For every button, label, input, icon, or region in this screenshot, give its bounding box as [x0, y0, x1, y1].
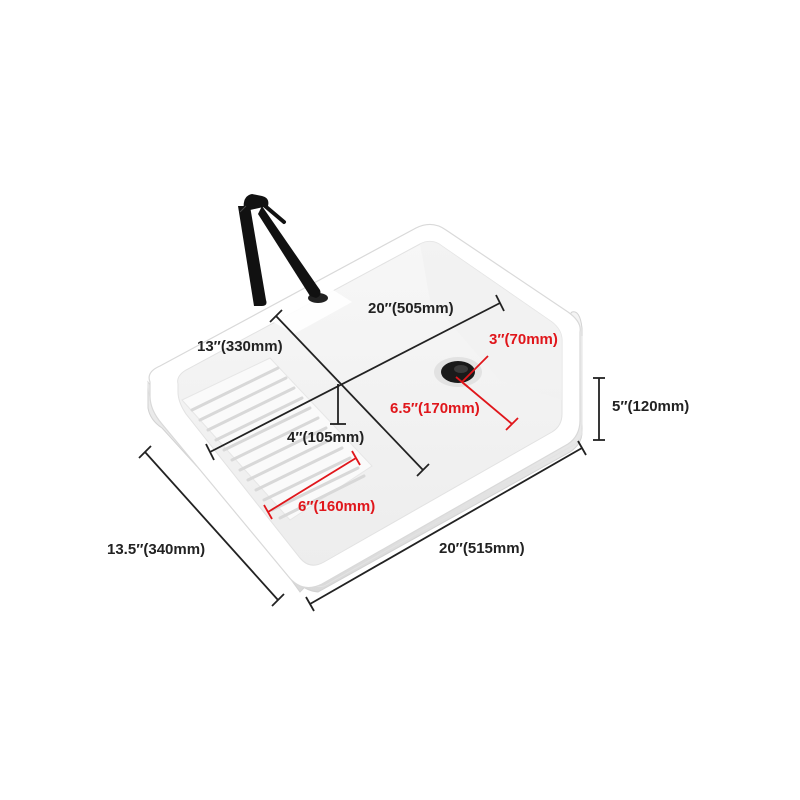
dim-line-inner-width: [275, 315, 424, 471]
drain-icon: [434, 357, 482, 387]
label-inner-length: 20″(505mm): [368, 300, 454, 317]
faucet-icon: [238, 194, 328, 306]
label-washboard-depth: 4″(105mm): [287, 429, 364, 446]
dimension-lines: [138, 294, 605, 612]
dimension-lines-red: [263, 355, 519, 520]
label-inner-width: 13″(330mm): [197, 338, 283, 355]
dim-line-inner-length: [209, 302, 501, 453]
label-height: 5″(120mm): [612, 398, 689, 415]
dim-line-drain-offset: [461, 381, 513, 425]
washboard: [181, 357, 373, 521]
label-outer-width: 13.5″(340mm): [107, 541, 205, 558]
label-washboard-length: 6″(160mm): [298, 498, 375, 515]
dim-line-outer-width: [144, 451, 279, 601]
label-drain-diameter: 3″(70mm): [489, 331, 558, 348]
label-drain-offset: 6.5″(170mm): [390, 400, 480, 417]
dim-line-washboard-length: [267, 457, 357, 513]
label-outer-length: 20″(515mm): [439, 540, 525, 557]
washboard-ridges: [190, 366, 366, 520]
dim-line-drain-diameter: [461, 355, 489, 383]
dim-line-outer-length: [309, 447, 583, 605]
